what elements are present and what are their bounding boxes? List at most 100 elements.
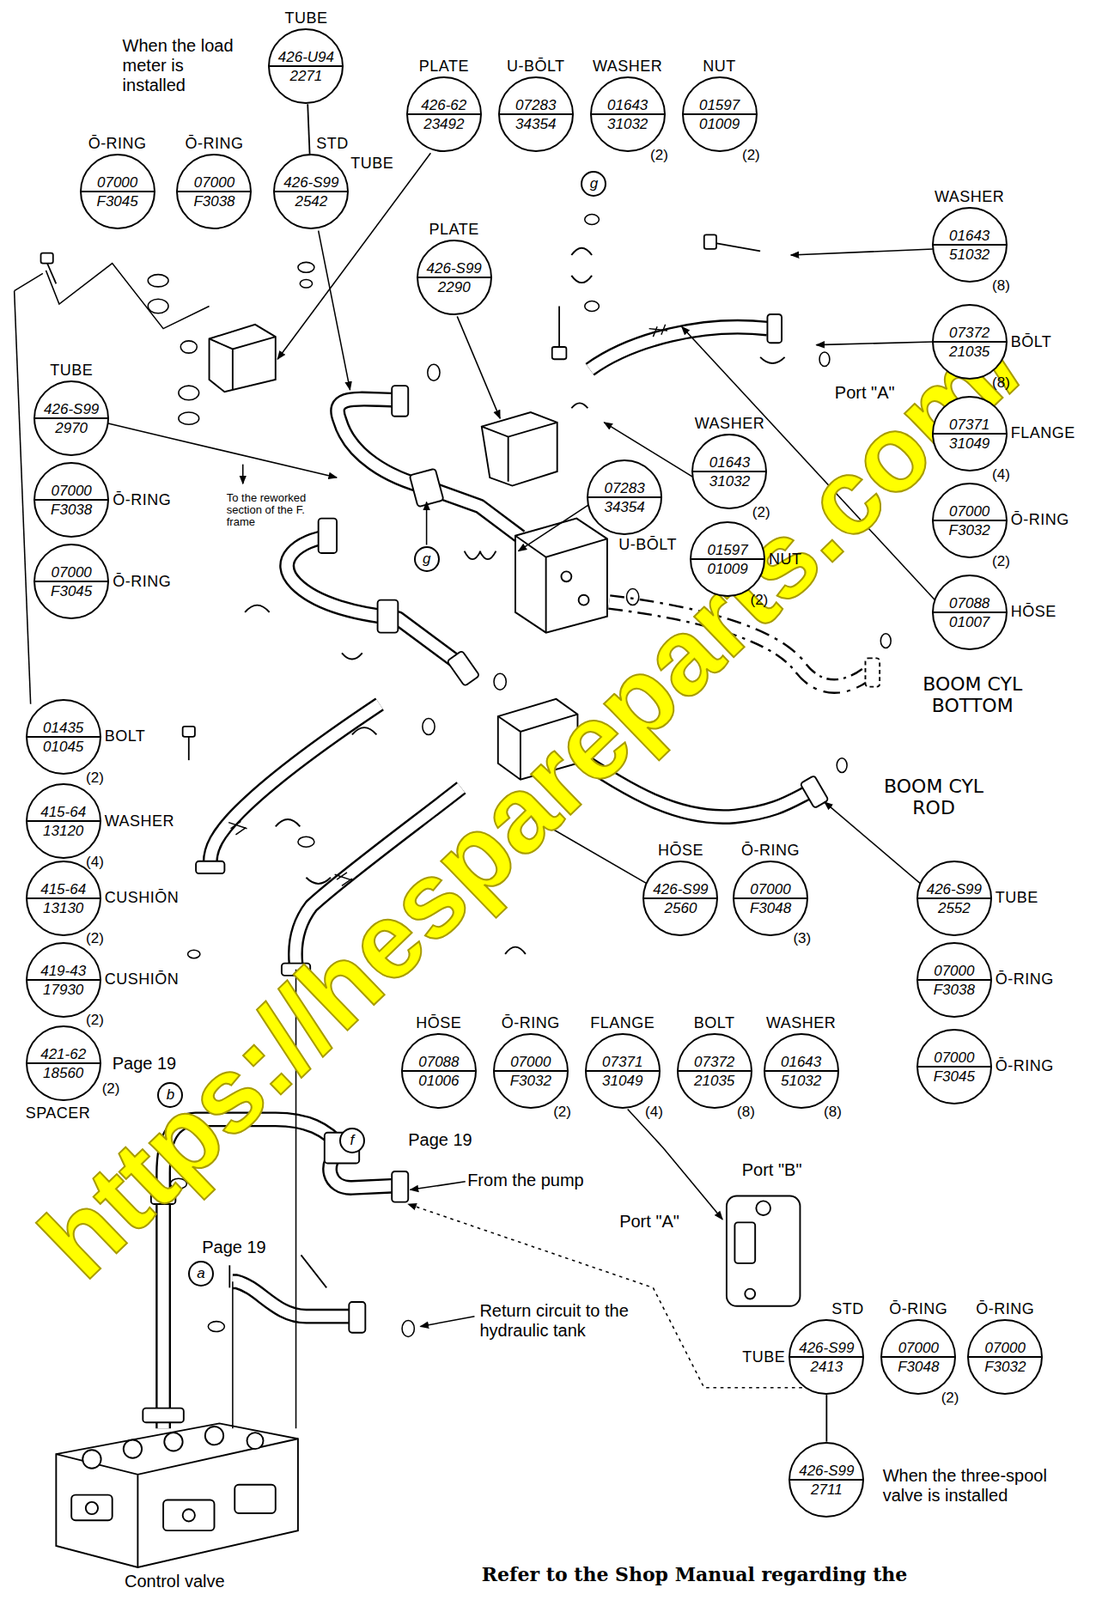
control-valve xyxy=(55,1438,299,1568)
bolt xyxy=(714,243,761,252)
clamp xyxy=(341,652,363,659)
divider-line xyxy=(918,979,991,981)
part-number: 426-S99 xyxy=(798,1462,854,1480)
part-name: HŌSE xyxy=(657,841,704,860)
wire-line xyxy=(231,1281,234,1429)
part-number: 07000 xyxy=(97,174,138,192)
tube xyxy=(210,704,380,863)
part-name: Ō-RING xyxy=(1010,511,1070,530)
part-name: Ō-RING xyxy=(995,970,1054,989)
part-name: Ō-RING xyxy=(995,1057,1054,1076)
part-name: PLATE xyxy=(429,220,480,239)
part-number: 31049 xyxy=(949,435,990,453)
part-callout-circle: TUBE426-U942271 xyxy=(267,28,344,104)
part-number: 2711 xyxy=(810,1481,843,1499)
quantity: (8) xyxy=(823,1103,842,1121)
valve-block xyxy=(560,571,572,582)
control-valve xyxy=(55,1423,299,1568)
part-number: 415-64 xyxy=(40,881,86,899)
flange xyxy=(391,385,408,417)
part-number: 01597 xyxy=(706,541,748,560)
flange xyxy=(348,1302,366,1334)
clamp xyxy=(244,605,270,613)
clamp xyxy=(571,248,592,256)
part-name: Ō-RING xyxy=(112,491,171,510)
part-callout-circle: NUT0159701009(2) xyxy=(681,76,758,153)
clamp xyxy=(352,727,378,735)
clamp xyxy=(571,275,592,283)
leader-line xyxy=(407,1204,803,1389)
part-number: 426-S99 xyxy=(926,881,982,899)
part-number: 01643 xyxy=(709,454,750,472)
part-number: 07000 xyxy=(933,1049,975,1067)
flange xyxy=(409,468,445,508)
note-label: Page 19 xyxy=(112,1053,177,1074)
quantity: (2) xyxy=(85,930,104,948)
valve-block xyxy=(744,1289,756,1300)
note-label: To the reworked section of the F. frame xyxy=(226,492,309,530)
part-number: 07000 xyxy=(510,1053,551,1072)
part-name: TUBE xyxy=(742,1348,786,1367)
flange xyxy=(767,314,782,343)
part-callout-circle: STDTUBE426-S992413 xyxy=(788,1319,865,1395)
part-name: TUBE xyxy=(350,154,394,173)
bolt xyxy=(188,734,190,761)
part-name: WASHER xyxy=(592,57,663,76)
control-valve xyxy=(82,1449,101,1468)
part-number: 421-62 xyxy=(40,1046,86,1064)
wire-line xyxy=(45,263,209,329)
tube xyxy=(590,327,768,370)
part-number: 23492 xyxy=(423,115,464,134)
callout-circle: f xyxy=(339,1127,366,1154)
wire-line xyxy=(14,291,31,705)
flange xyxy=(800,775,829,809)
quantity: (2) xyxy=(102,1080,121,1098)
connector-line xyxy=(307,103,310,154)
valve-block xyxy=(515,535,608,634)
part-name: PLATE xyxy=(419,57,469,76)
clamp xyxy=(464,551,497,561)
divider-line xyxy=(27,820,100,822)
flange xyxy=(391,1171,408,1203)
part-callout-circle: WASHER0164331032(2) xyxy=(590,76,666,153)
part-name: Ō-RING xyxy=(888,1300,948,1319)
divider-line xyxy=(494,1070,567,1072)
part-callout-circle: HŌSE426-S992560 xyxy=(642,860,719,937)
part-number: 426-62 xyxy=(420,97,467,115)
clamp xyxy=(505,947,526,955)
part-name: Ō-RING xyxy=(975,1300,1035,1319)
valve-block xyxy=(515,518,608,634)
part-name: WASHER xyxy=(694,414,765,433)
divider-line xyxy=(765,1070,838,1072)
divider-line xyxy=(644,897,717,900)
quantity: (4) xyxy=(992,466,1011,484)
part-number: 2290 xyxy=(438,279,471,297)
part-name: Ō-RING xyxy=(184,134,244,153)
part-callout-circle: FLANGE0737131049(4) xyxy=(584,1033,661,1109)
part-number: 07000 xyxy=(749,881,791,899)
o-ring xyxy=(584,301,600,312)
divider-line xyxy=(177,190,250,193)
part-callout-circle: Ō-RING07000F3045 xyxy=(916,1029,993,1105)
part-callout-circle: HŌSE0708801007 xyxy=(931,574,1008,651)
quantity: (2) xyxy=(85,1011,104,1030)
quantity: (2) xyxy=(752,504,771,522)
part-callout-circle: U-BŌLT0728334354 xyxy=(498,76,574,153)
tube xyxy=(232,1281,353,1316)
part-name: NUT xyxy=(702,57,737,76)
divider-line xyxy=(402,1070,475,1072)
part-number: 34354 xyxy=(515,115,556,134)
part-number: 51032 xyxy=(780,1072,822,1090)
quantity: (2) xyxy=(553,1103,572,1121)
control-valve xyxy=(123,1439,142,1458)
part-number: F3032 xyxy=(510,1072,552,1090)
cushion xyxy=(147,274,169,287)
part-name: Ō-RING xyxy=(741,841,800,860)
o-ring xyxy=(493,673,506,690)
part-number: 426-S99 xyxy=(283,174,339,192)
part-callout-circle: BOLT0143501045(2) xyxy=(25,699,102,775)
part-number: 01006 xyxy=(418,1072,459,1090)
part-number: 01009 xyxy=(706,560,748,579)
o-ring xyxy=(427,364,440,381)
callout-circle: g xyxy=(414,546,440,573)
